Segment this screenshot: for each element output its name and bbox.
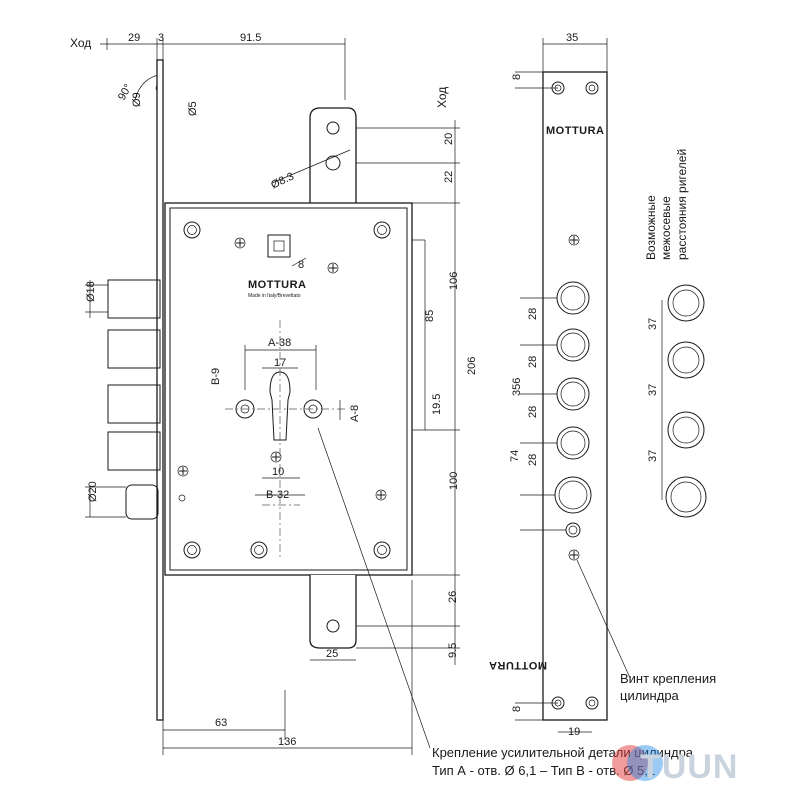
dim-dia-9: Ø9: [131, 92, 143, 107]
dim-19-5: 19.5: [431, 394, 443, 415]
dim-29: 29: [128, 32, 140, 44]
dim-plate-28-4: 28: [527, 454, 539, 466]
plate-plus-screw-top: [568, 234, 580, 246]
dim-22: 22: [443, 171, 455, 183]
brand-plate-bottom: MOTTURA: [489, 659, 548, 671]
watermark-logo: TUUN: [612, 745, 738, 786]
plus-screw-3: [177, 465, 189, 477]
made-in-italy: Made in Italy/Brevettato: [248, 293, 301, 299]
screw-leader: [576, 559, 631, 679]
dim-100: 100: [448, 472, 460, 490]
bottom-dimension-row: 63 136: [162, 580, 413, 755]
plate-plus-screw-bottom: [568, 549, 580, 561]
screw-caption-line2: цилиндра: [620, 688, 680, 703]
dim-85: 85: [424, 310, 436, 322]
brand-plate: MOTTURA: [546, 125, 605, 137]
reinforcement-caption-line2: Тип А - отв. Ø 6,1 – Тип В - отв. Ø 5,1: [432, 763, 655, 778]
watermark-text: TUUN: [640, 748, 738, 786]
screw-caption-line1: Винт крепления: [620, 671, 716, 686]
dim-a38: A-38: [268, 337, 291, 349]
dim-106: 106: [448, 272, 460, 290]
bolt-spacing-view: Возможные межосевые расстояния ригелей 3…: [644, 149, 707, 518]
dim-plate-356: 356: [511, 378, 523, 396]
plus-screw-4: [270, 451, 282, 463]
dim-square-8: 8: [298, 259, 304, 271]
dim-plate-28-2: 28: [527, 356, 539, 368]
dim-b32: B-32: [266, 489, 289, 501]
dim-plate-top-8: 8: [511, 74, 523, 80]
dim-spacing-37-1: 37: [647, 318, 659, 330]
dim-plate-28-3: 28: [527, 406, 539, 418]
dim-plate-28-1: 28: [527, 308, 539, 320]
dim-63: 63: [215, 717, 227, 729]
dim-3: 3: [158, 32, 164, 44]
dim-35: 35: [566, 32, 578, 44]
dim-dia-8-3: Ø8.3: [269, 171, 296, 192]
brand-body: MOTTURA: [248, 279, 307, 291]
hod-label-right: Ход: [435, 87, 449, 108]
dim-20: 20: [443, 133, 455, 145]
reinforcement-leader: [317, 427, 431, 749]
plus-screw-5: [375, 489, 387, 501]
dim-a8: A-8: [349, 405, 361, 422]
lock-body: 8 MOTTURA Made in Italy/Brevettato A-38 …: [164, 202, 413, 576]
plus-screw-2: [327, 262, 339, 274]
dim-spacing-37-3: 37: [647, 450, 659, 462]
dim-plate-bottom-8: 8: [511, 706, 523, 712]
bolt-spacing-label-3: расстояния ригелей: [675, 149, 689, 260]
bolt-spacing-label-1: Возможные: [644, 195, 658, 260]
dim-26: 26: [447, 591, 459, 603]
dim-dia-18: Ø18: [85, 281, 97, 302]
hod-label-top: Ход: [70, 36, 91, 50]
dim-spacing-37-2: 37: [647, 384, 659, 396]
top-mounting-tab: Ø8.3: [269, 107, 357, 205]
dim-plate-74: 74: [509, 450, 521, 462]
lock-bolts: Ø18 Ø20: [85, 279, 161, 520]
dim-9-5: 9.5: [447, 643, 459, 658]
plus-screw-1: [234, 237, 246, 249]
dim-plate-19: 19: [568, 726, 580, 738]
vertical-dimension-chain: Ход 20 22 106 85 206 19.5 100 26 9.5: [356, 87, 478, 665]
dim-136: 136: [278, 736, 296, 748]
dim-91-5: 91.5: [240, 32, 261, 44]
dim-dia-20: Ø20: [87, 481, 99, 502]
dim-b9: B-9: [210, 368, 222, 385]
dim-206: 206: [466, 357, 478, 375]
bottom-mounting-tab: 25: [309, 575, 357, 661]
top-dimension-row: Ход 29 3 91.5: [70, 32, 346, 100]
dim-dia-5: Ø5: [187, 101, 199, 116]
bolt-spacing-label-2: межосевые: [659, 196, 673, 260]
dim-10: 10: [272, 466, 284, 478]
dim-25: 25: [326, 648, 338, 660]
strike-plate: 35 MOTTURA MOTTURA 8 8 28 28 28 28 356 7…: [489, 32, 608, 738]
